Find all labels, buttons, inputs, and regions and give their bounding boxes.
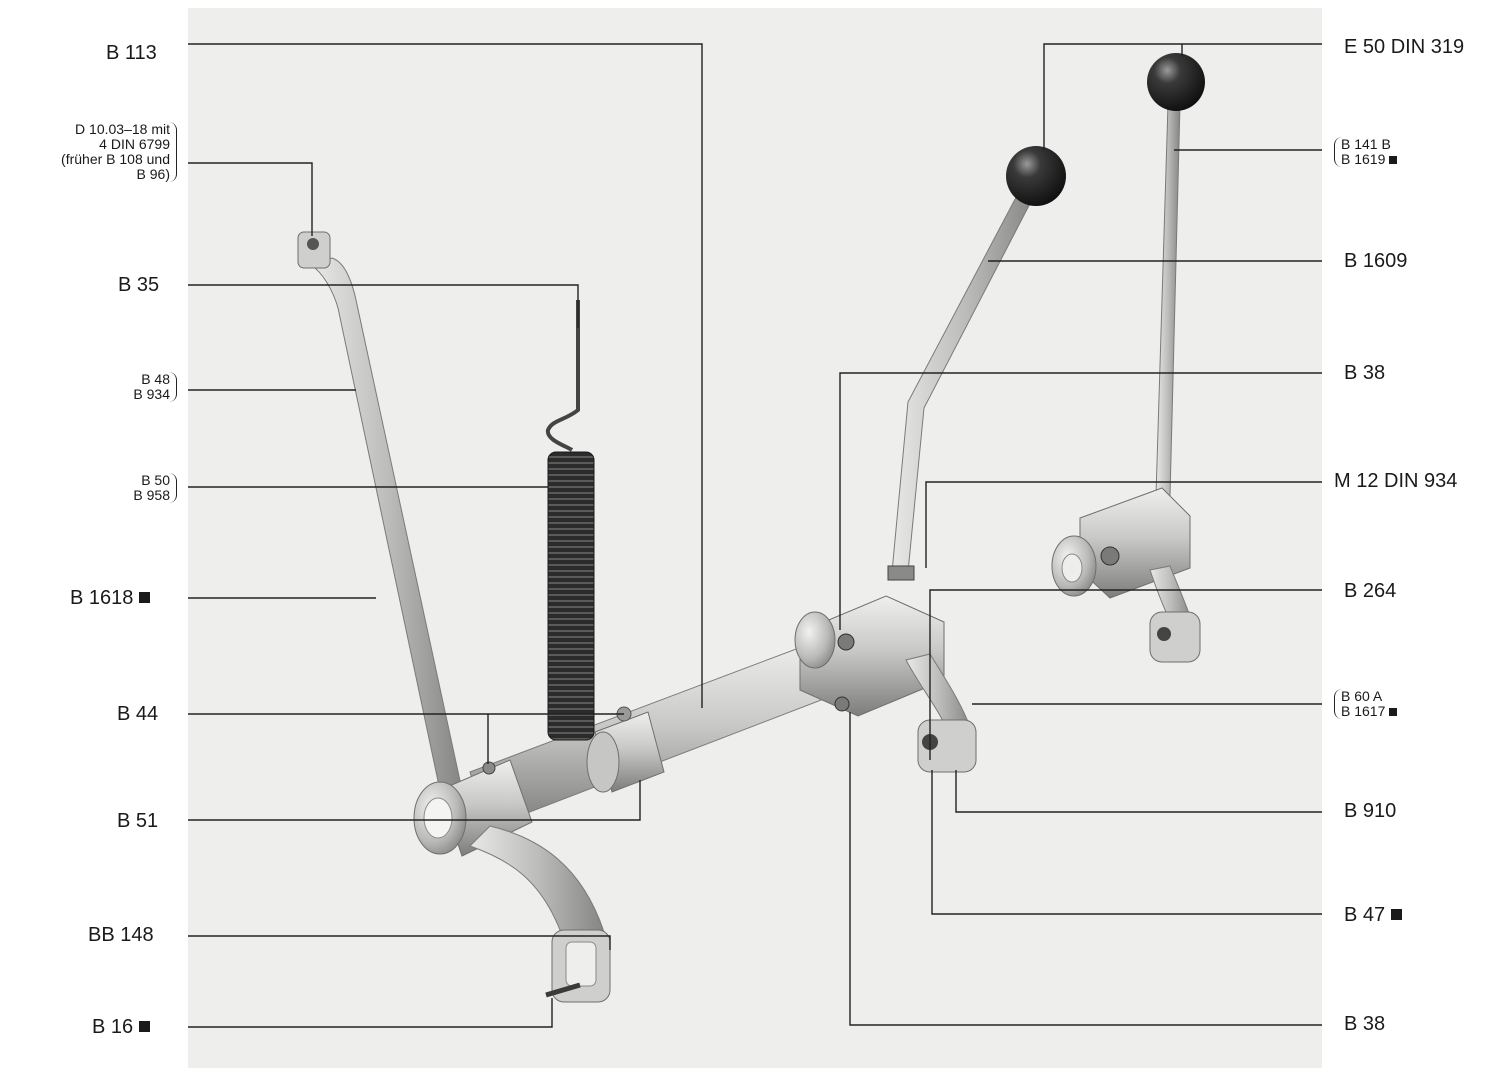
leader-b38-top	[839, 372, 1322, 630]
label-d1003-line2: 4 DIN 6799	[99, 136, 170, 152]
label-b38-top-text: B 38	[1344, 362, 1386, 384]
label-b38-bottom: B 38	[1344, 1013, 1385, 1035]
label-b44-text: B 44	[117, 703, 159, 725]
leader-b47	[931, 770, 1322, 915]
leader-b910	[955, 770, 1322, 813]
left-lever-arm	[297, 231, 463, 801]
label-m12-text: M 12 DIN 934	[1334, 470, 1458, 492]
leader-m12	[925, 481, 1322, 568]
label-d1003-line3: (früher B 108 und	[61, 151, 170, 167]
label-b47-text: B 47	[1344, 904, 1386, 926]
marker-square-icon	[1391, 909, 1403, 920]
center-bracket	[794, 595, 977, 773]
marker-square-icon	[139, 1021, 151, 1032]
leader-d1003	[188, 162, 313, 236]
marker-square-icon	[1389, 708, 1398, 716]
leader-b51	[188, 780, 641, 821]
label-b1617: B 1617	[1341, 703, 1386, 719]
label-b1617-row: B 1617	[1341, 703, 1398, 719]
leader-b113	[188, 43, 703, 708]
label-b48: B 48	[141, 371, 170, 387]
right-shift-lever	[1147, 53, 1205, 497]
label-b16-text: B 16	[92, 1016, 134, 1038]
leader-bb148	[188, 935, 611, 950]
label-b1609-text: B 1609	[1344, 250, 1408, 272]
label-b1619-row: B 1619	[1341, 151, 1398, 167]
label-b35-text: B 35	[118, 274, 160, 296]
label-b60a: B 60 A	[1341, 688, 1383, 704]
collar-b51	[586, 706, 665, 793]
leader-b16	[188, 998, 553, 1028]
label-b910-text: B 910	[1344, 800, 1397, 822]
label-b934: B 934	[133, 386, 170, 402]
marker-square-icon	[139, 592, 151, 603]
label-b50-group: B 50 B 958	[133, 473, 177, 503]
leader-lines	[188, 43, 1322, 1028]
label-bb148: BB 148	[88, 924, 154, 946]
label-b50: B 50	[141, 472, 170, 488]
label-b38-bottom-text: B 38	[1344, 1013, 1386, 1035]
label-b48-group: B 48 B 934	[133, 372, 177, 402]
label-b60a-group: B 60 A B 1617	[1334, 688, 1398, 719]
right-bracket	[1051, 487, 1201, 663]
label-b958: B 958	[133, 487, 170, 503]
label-b113: B 113	[106, 42, 157, 64]
label-d1003-line1: D 10.03–18 mit	[75, 121, 170, 137]
label-e50: E 50 DIN 319	[1344, 36, 1464, 58]
spring-b50	[545, 300, 595, 741]
main-shaft	[469, 639, 843, 829]
marker-square-icon	[1389, 156, 1398, 164]
label-e50-text: E 50 DIN 319	[1344, 36, 1465, 58]
left-shift-lever	[887, 146, 1066, 581]
lower-clevis-arm	[469, 825, 611, 1003]
label-b51-text: B 51	[117, 810, 159, 832]
label-m12: M 12 DIN 934	[1334, 470, 1457, 492]
label-b16: B 16	[92, 1016, 151, 1038]
leader-b35	[188, 284, 579, 328]
label-b44: B 44	[117, 703, 158, 725]
label-d1003-line4: B 96)	[136, 166, 170, 182]
label-b35: B 35	[118, 274, 159, 296]
label-b1609: B 1609	[1344, 250, 1407, 272]
label-b47: B 47	[1344, 904, 1403, 926]
label-b51: B 51	[117, 810, 158, 832]
label-b113-text: B 113	[106, 42, 157, 64]
label-b264-text: B 264	[1344, 580, 1397, 602]
label-b1618: B 1618	[70, 587, 151, 609]
leader-b38-bottom	[849, 712, 1322, 1026]
label-bb148-text: BB 148	[88, 924, 154, 946]
label-b38-top: B 38	[1344, 362, 1385, 384]
leader-e50-a	[1043, 43, 1322, 150]
label-b141b: B 141 B	[1341, 136, 1391, 152]
leader-b264	[929, 589, 1322, 760]
label-b1618-text: B 1618	[70, 587, 134, 609]
label-b141b-group: B 141 B B 1619	[1334, 136, 1398, 167]
label-d1003-group: D 10.03–18 mit 4 DIN 6799 (früher B 108 …	[61, 122, 177, 182]
label-b264: B 264	[1344, 580, 1396, 602]
label-b1619: B 1619	[1341, 151, 1386, 167]
label-b910: B 910	[1344, 800, 1396, 822]
